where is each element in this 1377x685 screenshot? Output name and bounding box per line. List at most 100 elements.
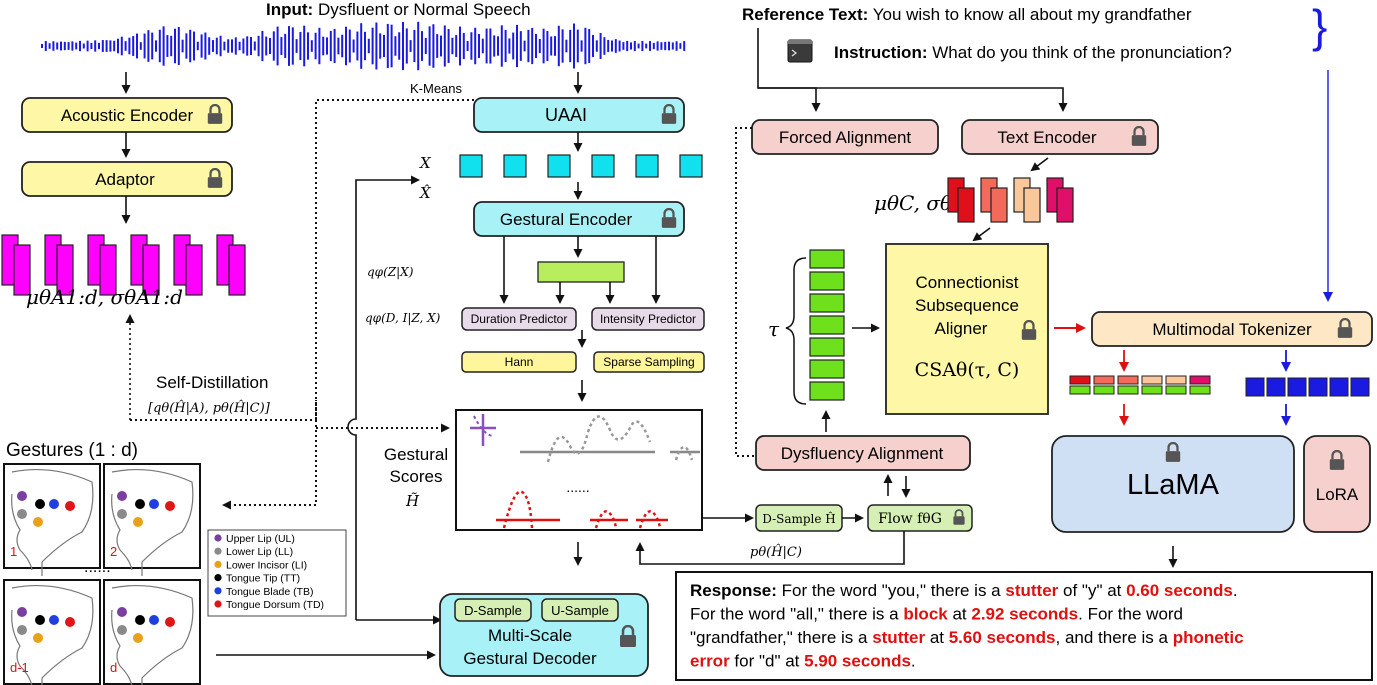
scores-ellipsis: ...... (566, 479, 589, 495)
legend-swatch (214, 534, 222, 542)
gestural-encoder-box: Gestural Encoder (473, 201, 685, 237)
svg-text:Gestural Encoder: Gestural Encoder (500, 210, 633, 229)
gesture-panels: 1 2d-1 d (3, 463, 201, 685)
gestural-decoder-box: D-Sample U-Sample Multi-Scale Gestural D… (439, 593, 649, 677)
tau-token-stack (809, 249, 845, 401)
svg-text:Acoustic Encoder: Acoustic Encoder (61, 106, 194, 125)
svg-text:Multi-Scale: Multi-Scale (488, 626, 572, 645)
acoustic-embedding-stack (1, 234, 246, 296)
gesture-token (1266, 377, 1286, 397)
tau-token (809, 293, 845, 313)
x-label: X (419, 154, 432, 172)
tau-token (809, 381, 845, 401)
legend-swatch (214, 587, 222, 595)
gesture-token (1329, 377, 1349, 397)
legend-swatch (214, 560, 222, 569)
gesture-panel: d-1 (3, 579, 101, 685)
legend-item: Tongue Tip (TT) (226, 573, 300, 585)
unit-square (547, 154, 571, 178)
text-embedding (957, 187, 975, 223)
tau-brace (785, 257, 807, 405)
alignment-token (1117, 385, 1139, 395)
svg-text:LoRA: LoRA (1316, 485, 1359, 504)
svg-text:Multimodal Tokenizer: Multimodal Tokenizer (1152, 320, 1312, 339)
intensity-predictor-box: Intensity Predictor (591, 307, 705, 331)
gestural-scores-panel: ...... (455, 409, 703, 531)
adaptor-box: Adaptor (21, 161, 233, 197)
d-sample-h-box: D-Sample Ĥ (755, 504, 843, 532)
svg-text:Sparse Sampling: Sparse Sampling (603, 355, 694, 369)
text-token (1165, 375, 1187, 385)
legend-swatch (214, 600, 222, 608)
acoustic-embedding (13, 244, 31, 296)
response-text: Response: For the word "you," there is a… (690, 581, 1244, 671)
text-encoder-box: Text Encoder (961, 119, 1159, 155)
csa-box: Connectionist Subsequence Aligner CSAθ(τ… (885, 243, 1049, 415)
h-tilde-label: H̃ (405, 492, 420, 510)
d-sample-chip: D-Sample (464, 603, 522, 618)
unit-square (459, 154, 483, 178)
svg-text:UAAI: UAAI (545, 105, 587, 125)
alignment-token (1165, 385, 1187, 395)
token-rows (1069, 375, 1370, 397)
alignment-token (1069, 385, 1091, 395)
unit-square (635, 154, 659, 178)
p-h-c-label: pθ(Ĥ|C) (750, 544, 802, 560)
gesture-token (1245, 377, 1265, 397)
q-z-label: qφ(Z|X) (367, 265, 414, 279)
legend-item: Tongue Blade (TB) (226, 586, 314, 598)
acoustic-distribution-label: μθA1:d, σθA1:d (26, 285, 183, 309)
svg-text:Forced Alignment: Forced Alignment (779, 128, 912, 147)
tau-label: τ (768, 317, 780, 341)
gestural-scores-label-1: Gestural (384, 445, 448, 464)
svg-text:Intensity Predictor: Intensity Predictor (600, 312, 696, 326)
panel-index-label: 1 (10, 544, 17, 559)
text-token (1093, 375, 1115, 385)
forced-alignment-box: Forced Alignment (751, 119, 939, 155)
gestural-scores-label-2: Scores (390, 467, 443, 486)
acoustic-embedding (142, 244, 160, 296)
gesture-panel: 2 (103, 463, 201, 576)
legend-item: Tongue Dorsum (TD) (226, 599, 324, 611)
latent-z-block (537, 261, 625, 283)
gesture-panel: d (103, 579, 201, 685)
acoustic-embedding (185, 244, 203, 296)
kmeans-label: K-Means (410, 81, 463, 96)
svg-text:Adaptor: Adaptor (95, 170, 155, 189)
gesture-token (1308, 377, 1328, 397)
articulator-legend: Upper Lip (UL)Lower Lip (LL)Lower Inciso… (207, 529, 347, 617)
text-token (1069, 375, 1091, 385)
q-di-label: qφ(D, I|Z, X) (365, 311, 441, 325)
self-distillation-label: Self-Distillation (156, 373, 268, 392)
gesture-token (1287, 377, 1307, 397)
llama-box: LLaMA (1051, 435, 1295, 533)
tau-token (809, 359, 845, 379)
svg-text:D-Sample Ĥ: D-Sample Ĥ (762, 511, 836, 526)
response-box: Response: For the word "you," there is a… (675, 571, 1373, 681)
svg-text:Aligner: Aligner (935, 319, 988, 338)
svg-text:LLaMA: LLaMA (1127, 469, 1220, 501)
xhat-label: X̂ (419, 184, 432, 202)
speech-waveform (41, 21, 686, 71)
svg-text:Connectionist: Connectionist (915, 273, 1018, 292)
acoustic-embedding (99, 244, 117, 296)
gesture-token (1350, 377, 1370, 397)
svg-text:Duration Predictor: Duration Predictor (471, 312, 568, 326)
tau-token (809, 271, 845, 291)
hann-box: Hann (461, 351, 577, 373)
panel-index-label: d (110, 660, 117, 675)
sparse-sampling-box: Sparse Sampling (593, 351, 705, 373)
tau-token (809, 337, 845, 357)
text-embedding-stack (947, 177, 1074, 223)
terminal-icon (787, 39, 813, 63)
svg-text:Gestural Decoder: Gestural Decoder (463, 649, 597, 668)
legend-swatch (214, 574, 222, 582)
dysfluency-alignment-box: Dysfluency Alignment (755, 435, 971, 471)
alignment-token (1093, 385, 1115, 395)
text-token (1141, 375, 1163, 385)
svg-text:Dysfluency Alignment: Dysfluency Alignment (781, 444, 944, 463)
text-token (1189, 375, 1211, 385)
acoustic-embedding (228, 244, 246, 296)
svg-text:Hann: Hann (505, 355, 534, 369)
